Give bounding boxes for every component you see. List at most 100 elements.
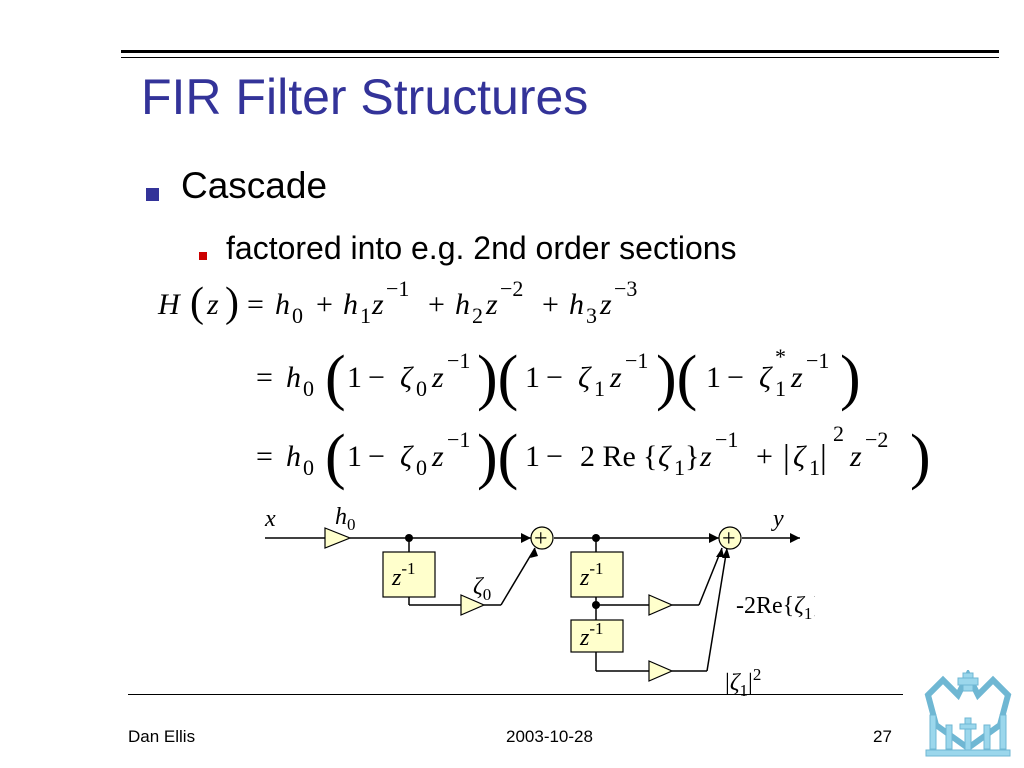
svg-text:ζ: ζ (400, 440, 414, 473)
gain-re-triangle (648, 594, 674, 616)
input-label: x (264, 506, 276, 532)
zeta-label: ζ (794, 593, 806, 619)
sub-bullet-text: factored into e.g. 2nd order sections (226, 230, 737, 266)
svg-text:(: ( (325, 423, 346, 491)
svg-text:=: = (256, 440, 273, 473)
abs-right: | (748, 670, 753, 696)
branch-node (405, 534, 413, 542)
gain-zeta0-triangle (460, 594, 486, 616)
svg-text:−2: −2 (500, 276, 523, 301)
branch-node (592, 534, 600, 542)
delay-label: z (579, 625, 590, 651)
abs-squared: 2 (753, 665, 762, 684)
output-label: y (771, 506, 784, 532)
svg-text:+: + (756, 440, 773, 473)
svg-text:+: + (316, 288, 333, 321)
delay-exponent: -1 (401, 559, 415, 578)
svg-text:z-1: z-1 (579, 619, 604, 651)
svg-text:−3: −3 (614, 276, 637, 301)
gain-h-label: h (335, 504, 347, 530)
arrowhead-icon (521, 533, 531, 543)
svg-text:ζ: ζ (400, 361, 414, 394)
svg-text:−1: −1 (625, 348, 648, 373)
svg-text:z: z (699, 440, 712, 473)
svg-text:|ζ1|2: |ζ1|2 (725, 665, 761, 700)
cascade-block-diagram: + + z-1 z-1 z-1 x y h0 ζ0 -2Re{ζ1} |ζ1|2 (264, 504, 815, 700)
footer-rule (128, 694, 903, 695)
crown-logo-icon (924, 670, 1012, 757)
adder-plus-label: + (534, 526, 548, 552)
delay-block-3 (570, 619, 624, 653)
footer-author: Dan Ellis (128, 727, 196, 746)
svg-text:0: 0 (416, 455, 427, 480)
adder-1 (530, 526, 554, 550)
zeta-label: ζ (730, 670, 742, 696)
adder-plus-label: + (722, 526, 736, 552)
svg-text:0: 0 (303, 455, 314, 480)
svg-text:−1: −1 (386, 276, 409, 301)
svg-text:ζ: ζ (793, 440, 807, 473)
arrowhead-icon (716, 548, 724, 557)
svg-text:−2: −2 (865, 427, 888, 452)
svg-text:−: − (368, 440, 385, 473)
svg-text:1: 1 (360, 303, 371, 328)
svg-text:+: + (428, 288, 445, 321)
branch-node (592, 601, 600, 609)
svg-text:1: 1 (347, 361, 362, 394)
gain-h-sub: 0 (347, 515, 356, 534)
gain-abs-triangle (648, 660, 674, 682)
svg-text:z: z (609, 361, 622, 394)
svg-text:h: h (569, 288, 584, 321)
footer-page-number: 27 (873, 727, 892, 746)
svg-text:ζ: ζ (578, 361, 592, 394)
arrowhead-icon (709, 533, 719, 543)
svg-text:1: 1 (674, 455, 685, 480)
svg-text:−1: −1 (447, 427, 470, 452)
svg-text:h0: h0 (335, 504, 356, 534)
svg-text:)(: )( (477, 344, 518, 412)
adder-2 (718, 526, 742, 550)
svg-text:1: 1 (706, 361, 721, 394)
svg-text:−: − (546, 361, 563, 394)
zeta-label: ζ (473, 574, 485, 600)
svg-text:z: z (485, 288, 498, 321)
svg-text:=: = (247, 288, 264, 321)
svg-text:1: 1 (594, 376, 605, 401)
delay-block-2 (570, 551, 624, 598)
svg-text:−: − (546, 440, 563, 473)
footer-date: 2003-10-28 (506, 727, 593, 746)
svg-text:ζ: ζ (759, 361, 773, 394)
arrowhead-icon (790, 533, 800, 543)
zeta1-sub: 1 (740, 681, 749, 700)
abs-left: | (725, 670, 730, 696)
delay-exponent: -1 (589, 619, 603, 638)
svg-text:1: 1 (525, 361, 540, 394)
svg-text:}: } (685, 440, 699, 473)
svg-text:(: ( (325, 344, 346, 412)
delay-exponent: -1 (589, 559, 603, 578)
svg-text:)(: )( (656, 344, 697, 412)
svg-text:0: 0 (416, 376, 427, 401)
svg-text:−1: −1 (447, 348, 470, 373)
svg-text:2: 2 (833, 421, 844, 446)
arrowhead-icon (530, 548, 538, 558)
bullet-square-icon (146, 188, 159, 201)
svg-text:0: 0 (303, 376, 314, 401)
svg-text:{: { (643, 440, 657, 473)
arrowhead-icon (722, 548, 730, 558)
svg-text:z-1: z-1 (391, 559, 416, 591)
svg-text:z: z (849, 440, 862, 473)
svg-text:1: 1 (775, 376, 786, 401)
delay-block-1 (382, 551, 436, 598)
svg-text:−: − (727, 361, 744, 394)
svg-text:−1: −1 (806, 348, 829, 373)
svg-text:z: z (431, 440, 444, 473)
svg-text:z: z (206, 288, 219, 321)
zeta1-sub: 1 (804, 604, 813, 623)
svg-text:0: 0 (292, 303, 303, 328)
svg-text:−1: −1 (715, 427, 738, 452)
svg-text:h: h (455, 288, 470, 321)
